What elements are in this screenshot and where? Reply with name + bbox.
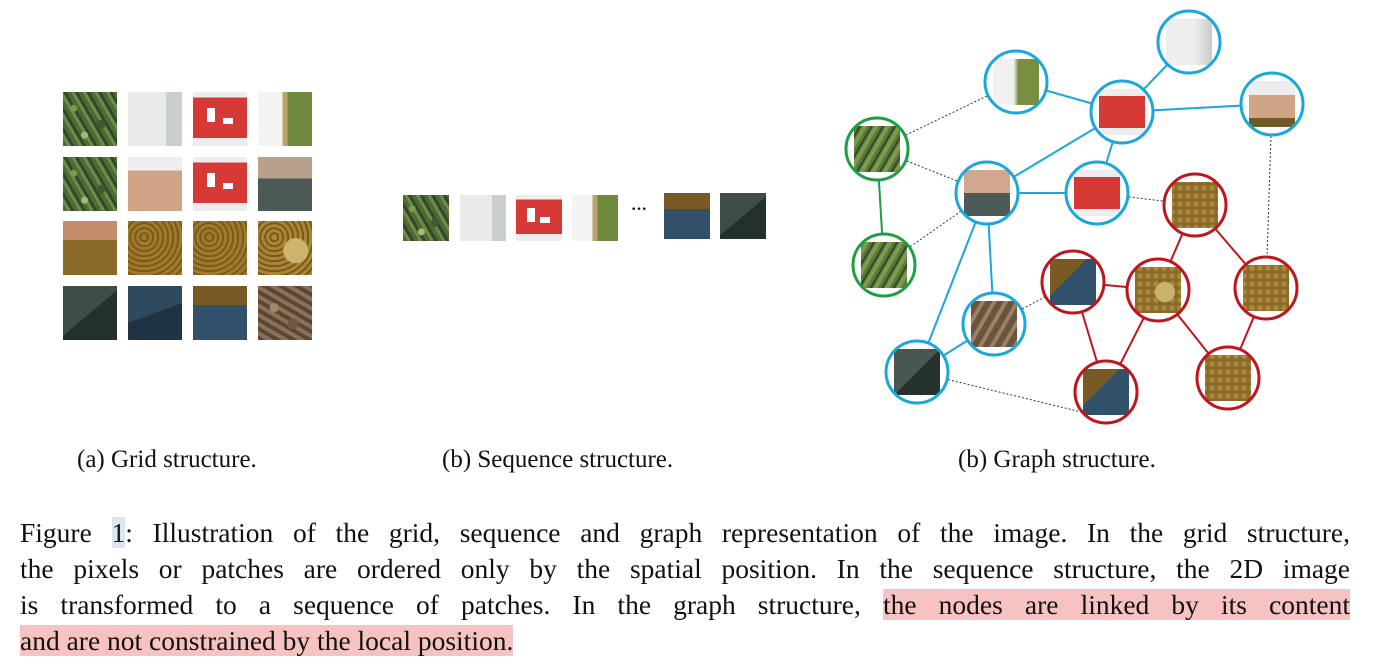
subcaption-sequence: (b) Sequence structure. — [442, 446, 674, 473]
grid-patch — [193, 286, 247, 340]
graph-node-blue-6 — [1064, 160, 1130, 226]
caption-line-3: is transformed to a sequence of patches.… — [20, 587, 1350, 623]
sequence-patch — [460, 195, 506, 241]
graph-node-blue-7 — [961, 291, 1027, 357]
graph-node-red-5 — [1073, 359, 1139, 425]
sequence-patch — [572, 195, 618, 241]
figure-ref-link[interactable]: 1 — [111, 517, 126, 548]
figure-caption: Figure 1: Illustration of the grid, sequ… — [20, 515, 1350, 659]
graph-node-green-1 — [844, 116, 910, 182]
grid-patch — [128, 92, 182, 146]
graph-node-red-6 — [1195, 345, 1261, 411]
sequence-ellipsis: ··· — [630, 196, 648, 221]
grid-patch — [63, 286, 117, 340]
grid-patch — [63, 92, 117, 146]
sequence-patch — [516, 195, 562, 241]
graph-node-red-3 — [1125, 257, 1191, 323]
caption-text: is transformed to a sequence of patches.… — [20, 589, 883, 620]
grid-patch — [258, 286, 312, 340]
sequence-patch — [664, 193, 710, 239]
graph-node-green-2 — [851, 232, 917, 298]
graph-node-blue-4 — [1239, 71, 1305, 137]
caption-highlight: and are not constrained by the local pos… — [20, 625, 514, 656]
graph-node-red-1 — [1162, 172, 1228, 238]
grid-patch — [193, 92, 247, 146]
subcaption-grid: (a) Grid structure. — [77, 446, 257, 473]
graph-node-red-2 — [1040, 249, 1106, 315]
grid-patch — [193, 157, 247, 211]
grid-patch — [258, 221, 312, 275]
graph-node-red-4 — [1233, 255, 1299, 321]
grid-patch — [63, 221, 117, 275]
figure-label: Figure — [20, 517, 112, 548]
graph-node-blue-2 — [983, 49, 1049, 115]
caption-line-1: Figure 1: Illustration of the grid, sequ… — [20, 515, 1350, 551]
sequence-patch — [403, 195, 449, 241]
caption-text: : Illustration of the grid, sequence and… — [125, 517, 1350, 548]
graph-node-blue-3 — [1089, 79, 1155, 145]
grid-patch — [128, 286, 182, 340]
caption-highlight: the nodes are linked by its content — [882, 589, 1350, 620]
caption-line-4: and are not constrained by the local pos… — [20, 623, 1350, 659]
grid-patch — [258, 92, 312, 146]
graph-figure — [844, 9, 1305, 425]
graph-node-blue-8 — [884, 339, 950, 405]
graph-node-blue-5 — [954, 160, 1020, 226]
sequence-patch — [720, 193, 766, 239]
grid-patch — [128, 157, 182, 211]
graph-node-blue-1 — [1156, 9, 1222, 75]
grid-patch — [63, 157, 117, 211]
subcaption-graph: (b) Graph structure. — [958, 446, 1156, 473]
grid-patch — [193, 221, 247, 275]
caption-line-2: the pixels or patches are ordered only b… — [20, 553, 1350, 584]
grid-patch — [258, 157, 312, 211]
grid-patch — [128, 221, 182, 275]
